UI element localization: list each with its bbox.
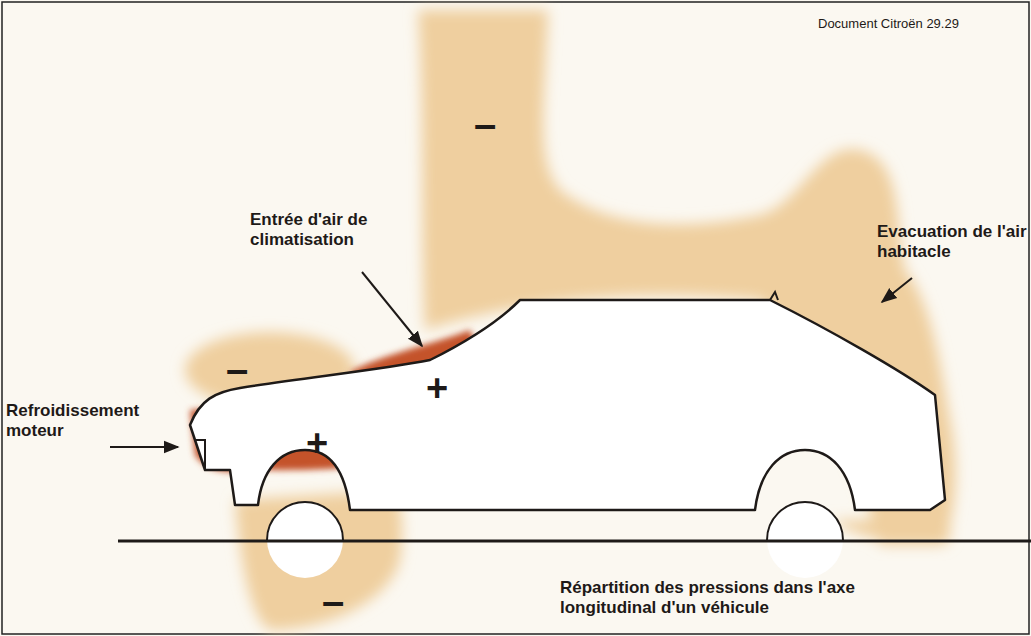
caption: Répartition des pressions dans l'axe lon…: [560, 578, 940, 619]
leader-arrow: [110, 446, 178, 448]
pressure-sign: –: [318, 577, 348, 625]
leader-arrow: [362, 272, 422, 346]
leader-arrow: [882, 278, 912, 302]
pressure-sign: +: [302, 421, 332, 467]
callout-label: Refroidissement moteur: [6, 401, 166, 442]
ground-line: [118, 540, 1031, 543]
bumper: [195, 440, 205, 470]
car-silhouette: [190, 300, 945, 510]
callout-label: Evacuation de l'air habitacle: [877, 222, 1027, 263]
pressure-sign: –: [222, 345, 252, 393]
callout-label: Entrée d'air de climatisation: [250, 210, 440, 251]
depression-zones: [185, 10, 955, 630]
pressure-sign: +: [422, 366, 452, 412]
antenna: [770, 292, 778, 300]
source-note: Document Citroën 29.29: [818, 16, 1023, 32]
rear-wheel-outline: [767, 502, 843, 540]
front-wheel-outline: [267, 502, 343, 540]
pressure-sign: –: [470, 100, 500, 148]
